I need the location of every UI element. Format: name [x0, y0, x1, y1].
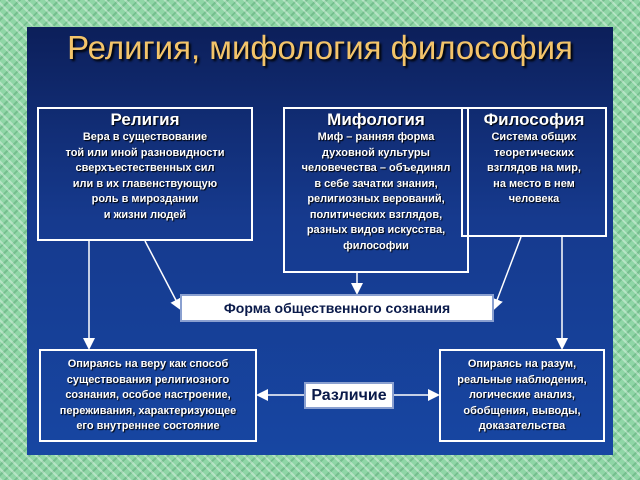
philosophy-heading: Философия: [483, 110, 585, 129]
slide: Религия, мифология философия Религия Вер…: [27, 27, 613, 455]
mythology-line: духовной культуры: [322, 146, 430, 159]
philosophy-text: Система общих теоретических взглядов на …: [463, 130, 605, 208]
mythology-text: Миф – ранняя форма духовной культуры чел…: [285, 130, 467, 254]
arrow-religion-to-form: [144, 240, 182, 311]
religion-text: Вера в существование той или иной разнов…: [39, 130, 251, 223]
religion-heading: Религия: [110, 110, 180, 129]
difference-line: обобщения, выводы,: [463, 404, 581, 417]
difference-line: доказательства: [478, 420, 566, 432]
mythology-box: Мифология Миф – ранняя форма духовной ку…: [283, 107, 469, 273]
mythology-line: религиозных верований,: [307, 193, 445, 205]
social-consciousness-box: Форма общественного сознания: [180, 294, 494, 322]
mythology-heading: Мифология: [327, 110, 425, 129]
difference-line: реальные наблюдения,: [457, 373, 587, 386]
difference-line: переживания, характеризующее: [59, 404, 237, 417]
difference-line: сознания, особое настроение,: [65, 389, 231, 401]
difference-line: его внутреннее состояние: [76, 420, 220, 432]
philosophy-difference-text: Опираясь на разум, реальные наблюдения, …: [441, 357, 603, 435]
religion-box: Религия Вера в существование той или ино…: [37, 107, 253, 241]
philosophy-difference-box: Опираясь на разум, реальные наблюдения, …: [439, 349, 605, 442]
mythology-line: политических взглядов,: [309, 208, 443, 221]
mythology-line: философии: [343, 239, 409, 252]
religion-line: той или иной разновидности: [65, 146, 225, 159]
difference-line: Опираясь на веру как способ: [67, 358, 229, 370]
religion-line: или в их главенствующую: [72, 177, 218, 190]
mythology-line: в себе зачатки знания,: [314, 177, 438, 190]
philosophy-line: взглядов на мир,: [487, 162, 581, 174]
difference-box: Различие: [304, 382, 394, 409]
slide-title: Религия, мифология философия: [67, 29, 573, 66]
difference-line: существования религиозного: [66, 373, 230, 386]
religion-line: роль в мироздании: [91, 193, 199, 205]
religion-difference-box: Опираясь на веру как способ существовани…: [39, 349, 257, 442]
mythology-line: человечества – объединял: [301, 162, 451, 174]
difference-line: Опираясь на разум,: [467, 358, 577, 370]
mythology-line: Миф – ранняя форма: [317, 131, 435, 143]
religion-line: сверхъестественных сил: [75, 162, 215, 174]
mythology-line: разных видов искусства,: [306, 224, 446, 236]
religion-line: и жизни людей: [103, 208, 187, 221]
philosophy-line: теоретических: [494, 146, 574, 159]
arrow-phil-to-form: [491, 236, 522, 311]
philosophy-box: Философия Система общих теоретических вз…: [461, 107, 607, 237]
connector-arrows: [83, 236, 568, 401]
philosophy-line: Система общих: [491, 131, 577, 143]
difference-line: логические анализ,: [469, 389, 575, 401]
philosophy-line: на место в нем: [493, 177, 575, 190]
philosophy-line: человека: [508, 193, 560, 205]
religion-line: Вера в существование: [82, 131, 208, 143]
religion-difference-text: Опираясь на веру как способ существовани…: [41, 357, 255, 435]
